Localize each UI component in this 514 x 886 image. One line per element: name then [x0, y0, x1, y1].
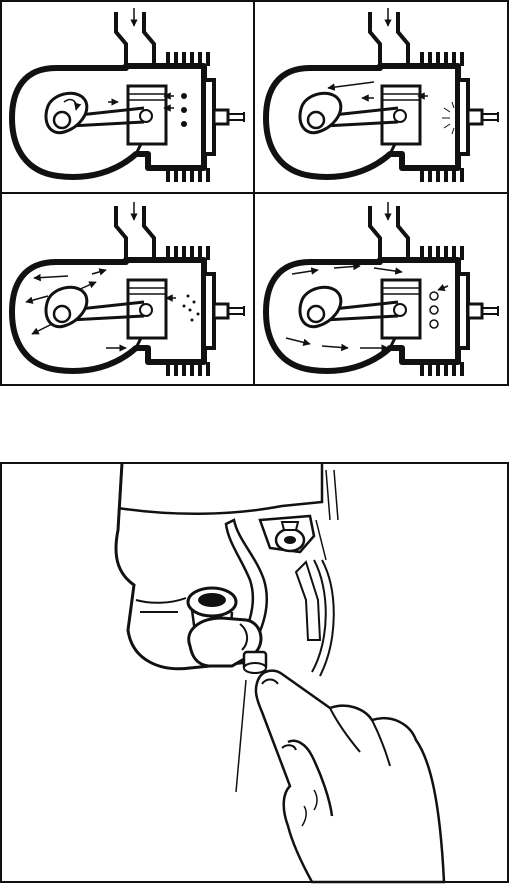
- cycle-panel-2: [266, 8, 498, 182]
- housing-cover-edge: [118, 463, 322, 514]
- side-strap: [296, 562, 320, 640]
- screw-slot: [284, 536, 296, 544]
- cycle-panel-4: [266, 202, 498, 376]
- fitting-ring: [244, 663, 266, 673]
- frame-rails: [316, 470, 338, 560]
- fuel-nut-bore: [198, 593, 226, 607]
- cycle-panel-3: [12, 202, 244, 376]
- cycle-panel-1: [12, 8, 244, 182]
- screw-nut: [282, 522, 298, 530]
- callout-leader-line: [236, 680, 246, 792]
- engine-cycle-figure: [1, 1, 508, 385]
- fuel-fitting-figure: [1, 463, 508, 882]
- hand-illustration: [256, 671, 444, 882]
- housing-ridge: [136, 598, 186, 612]
